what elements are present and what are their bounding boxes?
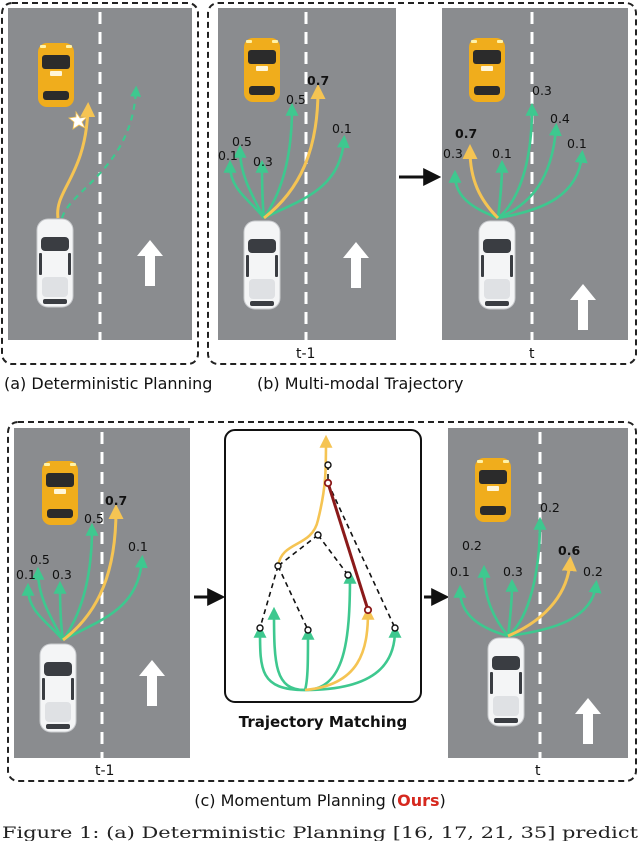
trajectories-b-left [223, 84, 350, 220]
trajectories-c-right [453, 516, 602, 638]
alternate-trajectory-a [60, 85, 142, 219]
caption-a: (a) Deterministic Planning [4, 374, 212, 393]
prob-b-right-6: 0.1 [567, 136, 587, 151]
prob-c-left-3: 0.5 [30, 552, 50, 567]
trajectory-matching-box [224, 429, 422, 703]
prob-c-right-5: 0.3 [503, 564, 523, 579]
prob-c-right-6: 0.2 [583, 564, 603, 579]
ego-car-c-right [487, 637, 525, 727]
panel-c-frame [7, 421, 637, 782]
trajectories-c-left [21, 504, 148, 642]
prob-c-right-2: 0.2 [462, 538, 482, 553]
trajectory-matching-title: Trajectory Matching [239, 713, 408, 731]
collision-icon [68, 110, 89, 130]
ego-car-b-left [243, 220, 281, 310]
prob-c-left-6: 0.1 [16, 567, 36, 582]
prob-b-left-2: 0.5 [286, 92, 306, 107]
prob-c-left-5: 0.3 [52, 567, 72, 582]
panel-a-frame [1, 2, 199, 365]
ego-car-c-left [39, 643, 77, 733]
time-label-b-left: t-1 [296, 346, 315, 362]
panel-b-frame [207, 2, 637, 365]
prob-b-left-4: 0.1 [332, 121, 352, 136]
ego-car-a [36, 218, 74, 308]
time-label-c-right: t [535, 763, 541, 779]
prob-b-left-1: 0.7 [307, 73, 329, 88]
prob-b-right-4: 0.3 [443, 146, 463, 161]
prob-c-left-1: 0.7 [105, 493, 127, 508]
matching-tree [253, 434, 402, 692]
prob-c-right-3: 0.6 [558, 543, 580, 558]
planned-trajectory-a [56, 102, 96, 219]
time-label-c-left: t-1 [95, 763, 114, 779]
figure-caption-cutoff: Figure 1: (a) Deterministic Planning [16… [2, 823, 639, 841]
time-label-b-right: t [529, 346, 535, 362]
prob-c-right-1: 0.2 [540, 500, 560, 515]
prob-c-right-4: 0.1 [450, 564, 470, 579]
prob-b-left-5: 0.3 [253, 154, 273, 169]
taxi-car-c-left [42, 461, 78, 525]
prob-b-left-3: 0.5 [232, 134, 252, 149]
prob-b-right-2: 0.7 [455, 126, 477, 141]
prob-c-left-4: 0.1 [128, 539, 148, 554]
taxi-car-c-right [475, 458, 511, 522]
taxi-car-a [38, 43, 74, 107]
prob-c-left-2: 0.5 [84, 511, 104, 526]
prob-b-right-1: 0.3 [532, 83, 552, 98]
taxi-car-b-left [244, 38, 280, 102]
prob-b-left-6: 0.1 [218, 148, 238, 163]
ego-car-b-right [478, 220, 516, 310]
ours-highlight: Ours [397, 791, 439, 810]
prob-b-right-3: 0.4 [550, 111, 570, 126]
caption-c: (c) Momentum Planning (Ours) [194, 791, 446, 810]
taxi-car-b-right [469, 38, 505, 102]
prob-b-right-5: 0.1 [492, 146, 512, 161]
caption-b: (b) Multi-modal Trajectory [257, 374, 463, 393]
trajectories-b-right [448, 102, 588, 220]
